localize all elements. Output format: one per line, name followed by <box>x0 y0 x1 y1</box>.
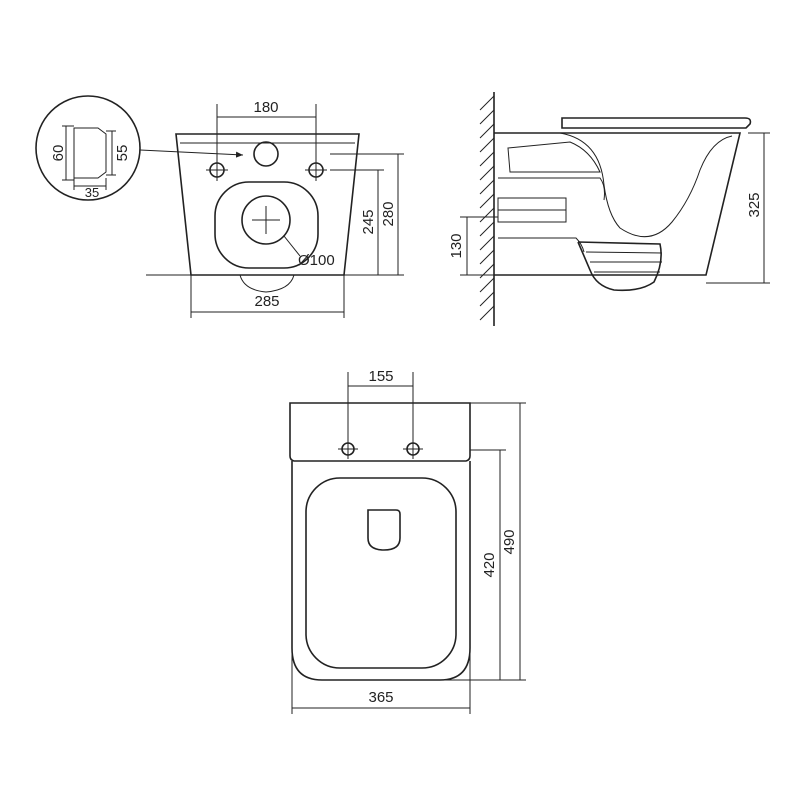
top-tank <box>289 402 471 462</box>
front-dim-245: 245 <box>360 209 377 234</box>
front-dia-leader <box>283 235 301 257</box>
inset-circle <box>35 95 141 201</box>
inset-dim-35: 35 <box>85 185 99 200</box>
inset-leader-arrow <box>139 149 244 158</box>
front-dim-280: 280 <box>380 201 397 226</box>
inset-detail: 60 55 35 <box>35 95 244 201</box>
side-trap <box>577 241 662 292</box>
side-trap-rib-1 <box>585 251 663 254</box>
side-seat <box>561 117 752 129</box>
front-outlet-icon <box>241 195 291 245</box>
side-bowl-outline <box>494 132 742 276</box>
top-dim-155: 155 <box>368 368 393 385</box>
front-outlet-frame <box>214 181 319 269</box>
front-dim-dia100: Ø100 <box>298 252 335 269</box>
front-dim-285: 285 <box>254 293 279 310</box>
side-outlet-pipe <box>498 237 585 253</box>
inset-connector-profile <box>73 127 107 179</box>
side-wall-hatching <box>479 95 495 321</box>
side-inlet <box>507 141 601 173</box>
side-dim-325: 325 <box>746 192 763 217</box>
top-dim-365: 365 <box>368 689 393 706</box>
top-bowl-outline <box>291 461 471 681</box>
top-seat-opening <box>305 477 457 669</box>
front-dim-180: 180 <box>253 99 278 116</box>
front-inlet-icon <box>253 141 279 167</box>
side-dim-130: 130 <box>448 233 465 258</box>
inset-dim-55: 55 <box>114 145 131 162</box>
top-dim-420: 420 <box>481 552 498 577</box>
top-view: 155 420 490 365 <box>289 368 526 714</box>
top-rim-handle <box>367 509 401 551</box>
front-foot <box>239 274 295 293</box>
side-bowl-inner <box>559 132 733 238</box>
inset-dim-60: 60 <box>50 145 67 162</box>
side-inlet-pipe <box>498 177 605 201</box>
side-view: 325 130 <box>448 92 770 326</box>
top-dim-490: 490 <box>501 529 518 554</box>
front-view: 180 Ø100 245 280 285 <box>146 99 404 318</box>
